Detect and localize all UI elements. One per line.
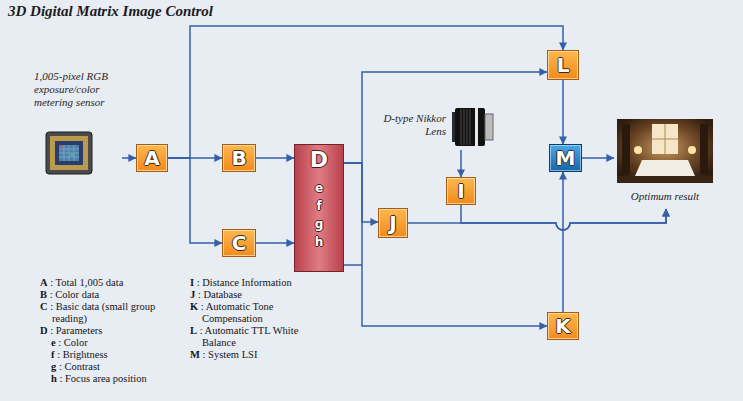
parameter-output-line — [344, 264, 362, 266]
sensor-die — [55, 141, 83, 165]
connector — [344, 163, 547, 326]
key-entry: I : Distance Information — [190, 277, 330, 289]
connector — [256, 157, 294, 159]
photo-column — [700, 124, 708, 174]
result-photo — [617, 119, 713, 183]
box-letter: I — [457, 181, 464, 201]
image-caption: 1,005-pixel RGB exposure/color metering … — [34, 70, 122, 109]
key-entry: e : Color — [40, 337, 172, 349]
connector — [582, 157, 614, 159]
connector — [562, 172, 564, 312]
key-entry: J : Database — [190, 289, 330, 301]
key-entry: M : System LSI — [190, 349, 330, 361]
connector — [256, 242, 294, 244]
photo-ground — [617, 119, 713, 183]
parameter-box: De f g h — [294, 144, 344, 272]
photo-window-bars — [652, 124, 678, 154]
box-letter: B — [231, 148, 246, 168]
result-node: Optimum result — [614, 116, 716, 209]
lens-barrel — [455, 108, 485, 146]
process-box: K — [547, 312, 579, 340]
sensor-node: 1,005-pixel RGB exposure/color metering … — [34, 70, 122, 178]
parameter-letters: e f g h — [313, 179, 325, 251]
sensor-dot — [71, 154, 73, 156]
lens-mount — [485, 114, 493, 140]
box-letter: J — [389, 213, 396, 233]
sensor-grid — [59, 145, 79, 161]
lens-grip — [461, 109, 470, 145]
image-caption: D-type Nikkor Lens — [382, 112, 446, 138]
key-entry: B : Color data — [40, 289, 172, 301]
key-entry: C : Basic data (small group reading) — [40, 301, 172, 325]
photo-floor — [617, 176, 713, 183]
sensor-dot — [61, 146, 63, 148]
photo-column — [622, 124, 630, 174]
sensor-frame — [46, 132, 92, 174]
connector — [122, 157, 136, 159]
connector — [168, 26, 563, 158]
connector — [562, 80, 564, 144]
connector — [344, 163, 378, 222]
photo-lamp — [688, 146, 696, 154]
process-box: B — [222, 144, 256, 172]
connectors — [122, 26, 666, 326]
process-box: C — [222, 229, 256, 257]
connector — [344, 72, 547, 163]
key-entry: A : Total 1,005 data — [40, 277, 172, 289]
sensor-package — [50, 136, 88, 170]
key-entry: D : Parameters — [40, 325, 172, 337]
key-entry: g : Contrast — [40, 361, 172, 373]
image-caption: Optimum result — [631, 190, 699, 203]
box-letter: C — [232, 233, 247, 253]
key-entry: K : Automatic Tone Compensation — [190, 301, 330, 325]
diagram-title: 3D Digital Matrix Image Control — [8, 3, 213, 20]
box-letter: K — [555, 316, 571, 336]
process-box: J — [378, 208, 408, 238]
process-box: A — [136, 144, 168, 172]
key-entry: f : Brightness — [40, 349, 172, 361]
photo-bed — [635, 160, 695, 176]
box-letter: D — [310, 149, 328, 171]
sensor-array — [59, 145, 79, 161]
box-letter: A — [144, 148, 159, 168]
photo-lamp — [634, 146, 642, 154]
lens-node: D-type Nikkor Lens — [380, 100, 496, 150]
photo-window — [652, 124, 678, 154]
connector — [461, 205, 666, 230]
box-letter: L — [557, 55, 570, 75]
process-box: I — [446, 177, 476, 205]
lens-ring — [475, 108, 478, 146]
connector — [168, 158, 222, 243]
lens-picture — [452, 108, 493, 146]
connector — [460, 150, 462, 177]
key-entry: L : Automatic TTL White Balance — [190, 325, 330, 349]
process-box: L — [547, 50, 579, 80]
lsi-box: M — [549, 144, 582, 172]
connector — [408, 209, 666, 230]
sensor-picture — [46, 132, 92, 174]
box-letter: M — [556, 148, 576, 168]
key-entry: h : Focus area position — [40, 373, 172, 385]
